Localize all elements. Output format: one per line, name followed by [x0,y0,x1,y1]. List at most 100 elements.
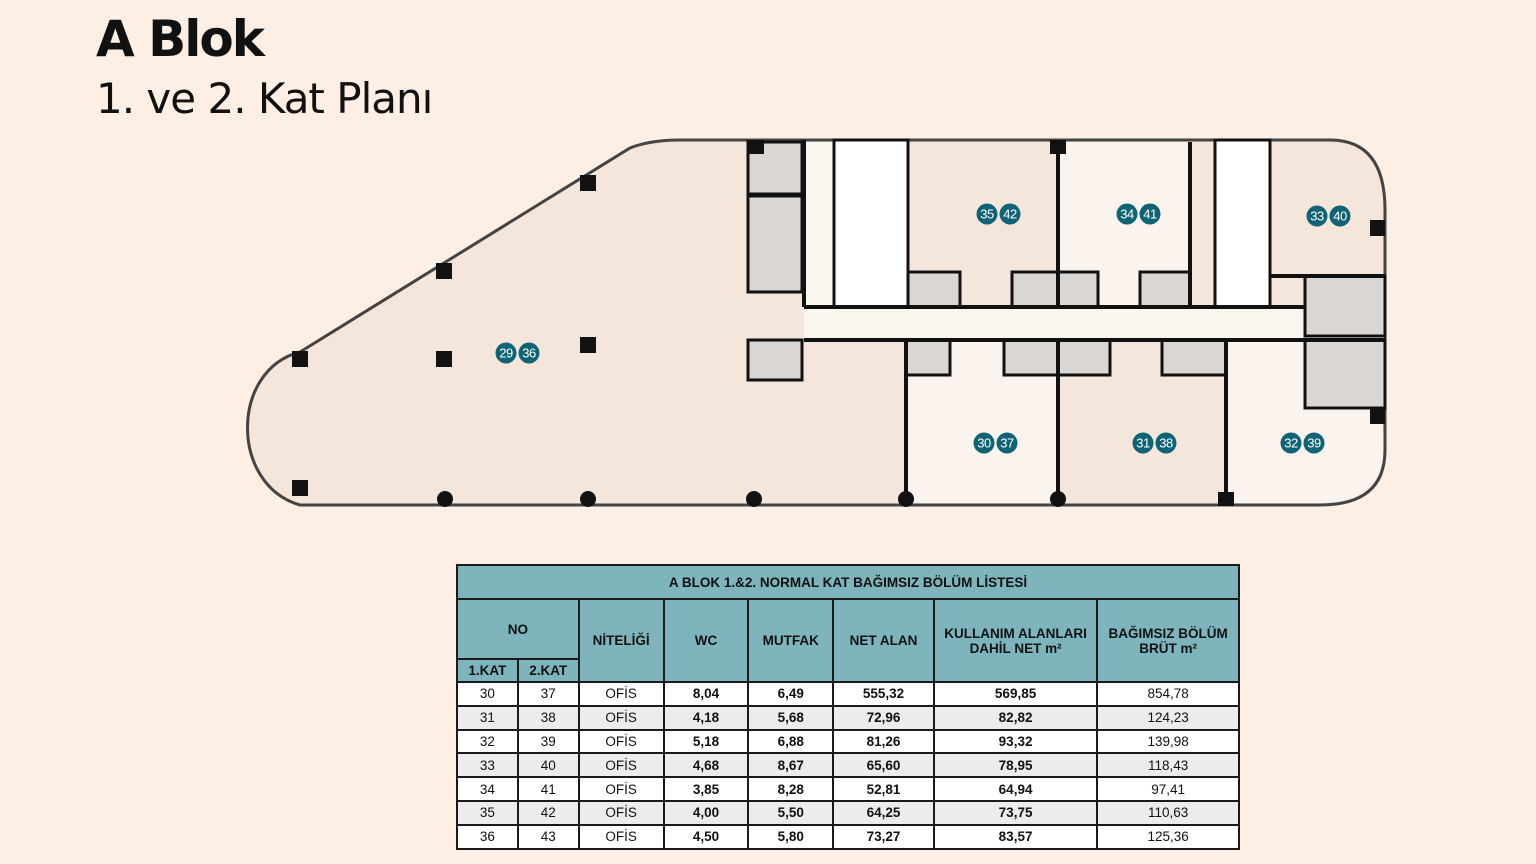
cell-net-alan: 72,96 [832,704,935,731]
page-title: A Blok [96,10,265,68]
unit-number: 33 [1310,209,1324,224]
corridor [804,307,1384,340]
cell-kat1: 31 [456,704,519,731]
cell-niteligi: OFİS [577,776,665,802]
cell-wc: 4,18 [662,704,750,731]
header-brut-line2: BRÜT m² [1139,640,1198,656]
walls [802,140,1385,503]
header-net-alan: NET ALAN [832,598,935,683]
cell-mutfak: 5,80 [747,823,835,850]
cell-mutfak: 5,50 [747,799,835,826]
cell-net-alan: 81,26 [832,728,935,755]
cell-kat2: 41 [516,776,580,802]
cell-kat2: 43 [516,823,580,850]
unit-number: 42 [1003,207,1017,222]
unit-list-table: A BLOK 1.&2. NORMAL KAT BAĞIMSIZ BÖLÜM L… [456,564,1240,850]
cell-net-alan: 555,32 [832,681,935,707]
cell-niteligi: OFİS [577,752,665,779]
cell-mutfak: 8,67 [747,752,835,779]
cell-wc: 4,50 [662,823,750,850]
cell-kat2: 40 [516,752,580,779]
cell-wc: 4,00 [662,799,750,826]
cell-brut: 118,43 [1096,752,1240,779]
cell-net-alan: 64,25 [832,799,935,826]
header-brut-line1: BAĞIMSIZ BÖLÜM [1108,625,1228,641]
header-kat2: 2.KAT [516,658,580,683]
service-areas [746,138,1387,410]
header-kullanim-line2: DAHİL NET m² [969,640,1062,656]
corridor-vertical [804,142,834,342]
cell-mutfak: 8,28 [747,776,835,802]
cell-kat1: 32 [456,728,519,755]
unit-badge-33-40: 33 40 [1306,205,1351,227]
header-kullanim-line1: KULLANIM ALANLARI [944,625,1087,641]
cell-kat1: 35 [456,799,519,826]
cell-mutfak: 6,49 [747,681,835,707]
header-kat1: 1.KAT [456,658,519,683]
cell-kat1: 33 [456,752,519,779]
cell-mutfak: 6,88 [747,728,835,755]
unit-badge-34-41: 34 41 [1116,203,1161,225]
unit-number: 30 [977,436,991,451]
cell-kullanim-net: 569,85 [932,681,1099,707]
unit-number: 41 [1143,207,1157,222]
cell-niteligi: OFİS [577,704,665,731]
cell-kat2: 42 [516,799,580,826]
table-title: A BLOK 1.&2. NORMAL KAT BAĞIMSIZ BÖLÜM L… [456,564,1240,600]
cell-kat2: 39 [516,728,580,755]
cell-kullanim-net: 83,57 [932,823,1099,850]
cell-wc: 5,18 [662,728,750,755]
cell-kullanim-net: 73,75 [932,799,1099,826]
cell-wc: 3,85 [662,776,750,802]
cell-brut: 139,98 [1096,728,1240,755]
unit-badge-30-37: 30 37 [973,432,1018,454]
cell-kat1: 30 [456,681,519,707]
unit-badge-35-42: 35 42 [976,203,1021,225]
unit-badge-29-36: 29 36 [495,342,540,364]
header-no: NO [456,598,580,660]
cell-kullanim-net: 93,32 [932,728,1099,755]
cell-kat2: 38 [516,704,580,731]
header-niteligi: NİTELİĞİ [577,598,665,683]
page-subtitle: 1. ve 2. Kat Planı [96,74,433,123]
cell-niteligi: OFİS [577,799,665,826]
header-wc: WC [662,598,750,683]
cell-kullanim-net: 64,94 [932,776,1099,802]
cell-net-alan: 52,81 [832,776,935,802]
unit-number: 29 [499,346,513,361]
cell-kullanim-net: 82,82 [932,704,1099,731]
cell-brut: 125,36 [1096,823,1240,850]
cell-niteligi: OFİS [577,681,665,707]
unit-number: 38 [1159,436,1173,451]
cell-kat1: 34 [456,776,519,802]
unit-number: 32 [1284,436,1298,451]
cell-wc: 4,68 [662,752,750,779]
cell-brut: 124,23 [1096,704,1240,731]
cell-net-alan: 65,60 [832,752,935,779]
unit-number: 39 [1307,436,1321,451]
unit-number: 34 [1120,207,1134,222]
unit-badge-32-39: 32 39 [1280,432,1325,454]
cell-brut: 110,63 [1096,799,1240,826]
cell-kat1: 36 [456,823,519,850]
cell-niteligi: OFİS [577,728,665,755]
cell-mutfak: 5,68 [747,704,835,731]
unit-number: 35 [980,207,994,222]
unit-number: 31 [1136,436,1150,451]
unit-number: 36 [522,346,536,361]
floor-plan: 29 36 35 42 34 41 33 40 30 37 31 38 32 3… [246,138,1387,507]
cell-niteligi: OFİS [577,823,665,850]
unit-badge-31-38: 31 38 [1132,432,1177,454]
cell-kullanim-net: 78,95 [932,752,1099,779]
header-mutfak: MUTFAK [747,598,835,683]
unit-number: 37 [1000,436,1014,451]
cell-net-alan: 73,27 [832,823,935,850]
